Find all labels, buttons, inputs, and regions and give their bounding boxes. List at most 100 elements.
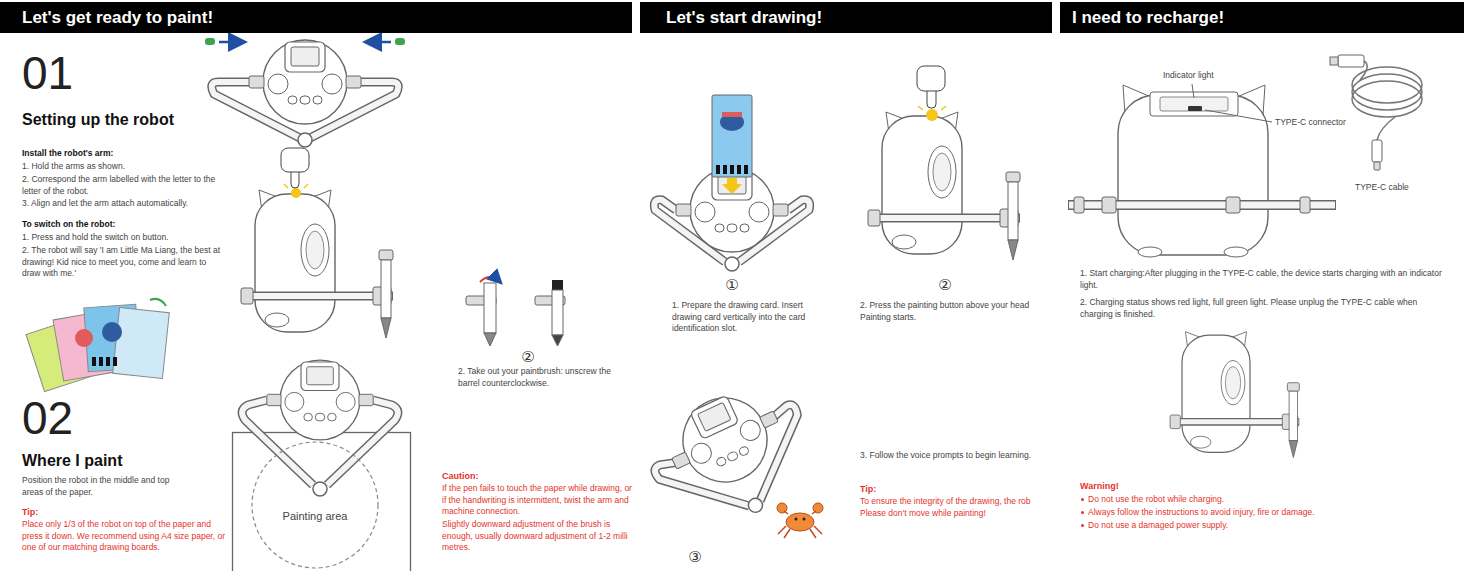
press-button-figure-part	[917, 66, 945, 91]
card-insert-figure-part	[737, 165, 741, 174]
drawing-cards-figure-part	[99, 357, 103, 366]
drawing-robot-figure-part	[803, 518, 806, 521]
instruction-text: 1. Start charging:After plugging in the …	[1080, 268, 1450, 291]
part-label: TYPE-C connector	[1275, 117, 1355, 128]
charging-port-figure-part	[1160, 97, 1228, 111]
type-c-cable-figure-part	[1374, 162, 1380, 170]
card-insert-figure-part	[722, 112, 742, 117]
drawing-cards-figure-part	[102, 322, 122, 342]
drawing-cards-figure-part	[150, 299, 166, 306]
paintbrush-figure-part	[484, 283, 496, 333]
callout-number: ②	[930, 276, 960, 294]
warning-heading: Warning!	[1080, 480, 1180, 492]
charging-port-figure-part	[1188, 106, 1202, 111]
instruction-text: 1. Prepare the drawing card. Insert draw…	[672, 300, 832, 335]
type-c-cable-figure	[1330, 55, 1422, 170]
instruction-text: 1. Press and hold the switch on button.	[22, 232, 222, 244]
charging-port-figure	[1068, 84, 1336, 257]
charging-port-figure-part	[1102, 197, 1116, 213]
drawing-robot-figure-part-part	[746, 496, 765, 515]
robot-arms-figure-part	[219, 41, 243, 44]
drawing-cards-figure-part	[106, 357, 110, 366]
type-c-cable-figure-part	[1330, 57, 1338, 65]
robot-arms-figure-part	[298, 133, 312, 147]
charging-port-figure-part	[1192, 84, 1194, 98]
bullet-dot	[1081, 498, 1084, 501]
instruction-text: 2. Take out your paintbrush: unscrew the…	[458, 366, 633, 389]
paper-position-figure-part	[267, 360, 373, 440]
paintbrush-figure-part	[552, 290, 563, 335]
header-band: Let's get ready to paint!	[0, 2, 632, 33]
step-number: 02	[22, 395, 142, 441]
charging-port-figure-part	[1118, 95, 1268, 255]
paper-position-figure-part	[233, 433, 411, 571]
card-insert-figure-part	[722, 178, 742, 194]
instruction-text: 1. Hold the arms as shown.	[22, 161, 222, 173]
type-c-cable-figure-part	[1352, 74, 1422, 110]
paintbrush-figure-part	[484, 333, 496, 346]
robot-side-figure-part	[241, 190, 393, 338]
drawing-robot-figure-part	[637, 369, 828, 544]
warning-item: Do not use a damaged power supply.	[1088, 520, 1448, 532]
header-band: I need to recharge!	[1060, 2, 1464, 33]
press-button-figure	[868, 66, 1020, 260]
header-text: I need to recharge!	[1072, 2, 1224, 33]
instruction-text: 3. Follow the voice prompts to begin lea…	[860, 450, 1055, 462]
warning-item: Do not use the robot while charging.	[1088, 494, 1448, 506]
drawing-robot-figure-part	[784, 511, 816, 514]
paper-position-figure	[233, 360, 411, 571]
robot-side-figure	[241, 148, 393, 338]
caution-text: If the pen fails to touch the paper whil…	[442, 483, 632, 518]
drawing-robot-figure	[637, 369, 828, 544]
header-text: Let's get ready to paint!	[22, 2, 213, 33]
charging-port-figure-part	[1138, 247, 1162, 257]
charging-port-figure-part	[1205, 110, 1272, 122]
instruction-text: 2. Charging status shows red light, full…	[1080, 297, 1450, 320]
robot-side-figure-part	[291, 188, 301, 198]
tip-heading: Tip:	[860, 483, 960, 495]
card-insert-figure-part	[716, 165, 720, 174]
drawing-cards-figure	[26, 299, 169, 392]
callout-number: ③	[680, 548, 710, 566]
charging-port-figure-part	[1074, 197, 1084, 213]
header-band: Let's start drawing!	[640, 2, 1052, 33]
bullet-dot	[1081, 524, 1084, 527]
part-label: TYPE-C cable	[1355, 182, 1445, 193]
charging-port-figure-part	[1226, 197, 1240, 213]
paintbrush-figure-part	[480, 277, 500, 282]
drawing-cards-figure-part	[75, 329, 93, 347]
card-insert-figure-part	[676, 168, 788, 252]
drawing-robot-figure-part	[795, 518, 798, 521]
instruction-text: 2. The robot will say 'I am Little Ma Li…	[22, 245, 222, 280]
part-label: Indicator light	[1163, 70, 1263, 81]
card-insert-figure-part	[712, 95, 752, 177]
area-label: Painting area	[283, 488, 348, 522]
tip-heading: Tip:	[22, 506, 122, 518]
card-insert-figure-part	[725, 257, 739, 271]
bullet-dot	[1081, 511, 1084, 514]
drawing-cards-figure-part	[92, 357, 96, 366]
charging-port-figure-part	[1300, 197, 1310, 213]
robot-side-figure-part	[281, 148, 309, 172]
callout-number: ②	[513, 348, 543, 366]
type-c-cable-figure-part	[1338, 55, 1364, 67]
robot-side-figure	[1170, 332, 1299, 458]
caution-heading: Caution:	[442, 470, 592, 482]
paper-position-figure-part	[313, 482, 327, 496]
tip-text: Place only 1/3 of the robot on top of th…	[22, 519, 227, 554]
drawing-cards-figure-part	[113, 357, 117, 366]
paintbrush-figure	[466, 277, 565, 346]
robot-arms-figure-part	[205, 38, 215, 45]
type-c-cable-figure-part	[1377, 117, 1395, 140]
section-heading: Setting up the robot	[22, 110, 232, 129]
robot-arms-figure-part	[395, 38, 405, 45]
card-insert-figure-part	[744, 165, 748, 174]
subheading: To switch on the robot:	[22, 219, 222, 231]
press-button-figure-part	[868, 112, 1020, 260]
dashed-circle	[250, 440, 380, 570]
subheading: Install the robot's arm:	[22, 148, 222, 160]
caution-text: Slightly downward adjustment of the brus…	[442, 519, 632, 554]
painting-area-circle: Painting area	[250, 440, 380, 570]
step-number: 01	[22, 50, 142, 96]
